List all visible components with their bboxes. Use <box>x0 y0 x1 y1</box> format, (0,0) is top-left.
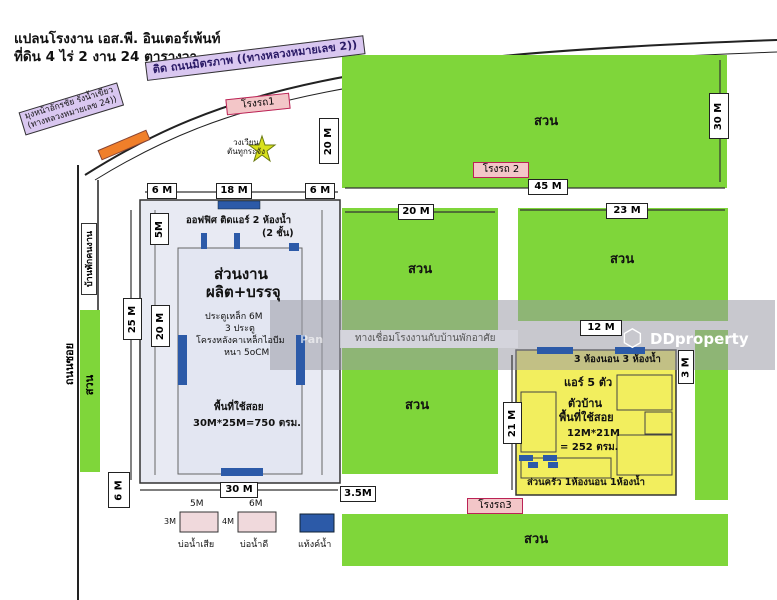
door-house-3 <box>528 462 538 468</box>
garden-label-top: สวน <box>534 114 559 129</box>
door-house-top-2 <box>615 347 645 354</box>
factory-title-2: ผลิต+บรรจุ <box>206 283 281 301</box>
dim-30m-bottom: 30 M <box>220 482 258 498</box>
door-house-4 <box>548 462 558 468</box>
dim-3-5m: 3.5M <box>340 486 376 502</box>
connector-band <box>340 330 518 348</box>
door-house-top-1 <box>537 347 573 354</box>
door-house-2 <box>543 455 557 461</box>
guard-line-2: ตันทูกระจัง <box>227 147 265 157</box>
side-road-label: ถนนซอย <box>63 342 76 386</box>
house-rooms-label: 3 ห้องนอน 3 ห้องน้ำ <box>574 354 661 365</box>
garden-left-strip <box>80 310 100 472</box>
dim-6m-b: 6 M <box>305 183 335 199</box>
waste-pond-label: บ่อน้ำเสีย <box>178 540 215 550</box>
house-room-3 <box>644 411 673 435</box>
dim-20m-top: 20 M <box>319 118 339 164</box>
waste-pond-shape <box>179 511 219 533</box>
house-block <box>515 349 677 496</box>
dim-23m: 23 M <box>606 203 648 219</box>
garden-label-left-strip: สวน <box>83 374 96 396</box>
house-area-1: 12M*21M <box>567 428 620 439</box>
dim-3m-right: 3 M <box>678 350 694 384</box>
garden-label-mid-right: สวน <box>610 252 635 267</box>
worker-house-label: บ้านพักคนงาน <box>81 223 97 295</box>
door-bottom <box>221 468 263 476</box>
factory-area-2: 30M*25M=750 ตรม. <box>193 418 301 429</box>
dim-30m-right: 30 M <box>709 93 729 139</box>
guard-post-label: วงเวียน ตันทูกระจัง <box>227 138 265 156</box>
garden-label-bottom: สวน <box>524 532 549 547</box>
good-pond-shape <box>237 511 277 533</box>
factory-area-1: พื้นที่ใช้สอย <box>214 402 264 413</box>
garden-label-low-left: สวน <box>405 398 430 413</box>
office-label: ออฟฟิศ ติดแอร์ 2 ห้องน้ำ <box>186 215 292 226</box>
dim-4m-pond: 4M <box>222 517 234 526</box>
plan-title-line-1: แปลนโรงงาน เอส.พี. อินเตอร์เพ้นท์ <box>14 31 221 47</box>
factory-detail-4: หนา 5oCM <box>224 348 270 358</box>
dim-5m-pond: 5M <box>190 499 204 509</box>
star-icon <box>247 134 277 163</box>
dim-3m-pond: 3M <box>164 517 176 526</box>
door-top <box>217 200 261 210</box>
watermark-faint: Pan <box>300 333 324 346</box>
door-left <box>178 335 187 385</box>
garden-label-mid-left: สวน <box>408 262 433 277</box>
house-area-2: = 252 ตรม. <box>560 442 619 453</box>
garden-bottom <box>342 514 728 566</box>
connector-label: ทางเชื่อมโรงงานกับบ้านพักอาศัย <box>355 333 496 344</box>
garden-top-right <box>342 55 727 188</box>
house-title-2: พื้นที่ใช้สอย <box>559 411 614 424</box>
dim-5m: 5M <box>150 213 169 245</box>
dim-6m-bottom: 6 M <box>108 472 130 508</box>
house-room-2 <box>616 374 673 411</box>
dim-20m-mid: 20 M <box>398 204 434 220</box>
house-room-4 <box>616 434 673 476</box>
house-room-5 <box>520 457 612 479</box>
dim-12m: 12 M <box>580 320 622 336</box>
watermark-brand: DDproperty <box>650 330 749 348</box>
garage-3-label: โรงรถ3 <box>467 498 523 514</box>
factory-detail-3: โครงหลังคาเหล็กไอบีม <box>196 336 285 346</box>
dim-45m: 45 M <box>528 179 568 195</box>
door-house-1 <box>519 455 533 461</box>
good-pond-label: บ่อน้ำดี <box>240 540 269 550</box>
orange-road-marker <box>97 129 151 161</box>
house-ac-label: แอร์ 5 ตัว <box>564 376 613 389</box>
guard-line-1: วงเวียน <box>233 138 259 147</box>
door-office-1 <box>201 233 207 249</box>
dim-20m-left: 20 M <box>151 305 170 347</box>
water-tank-label: แท้งค์น้ำ <box>298 540 332 550</box>
door-office-2 <box>234 233 240 249</box>
dim-6m-a: 6 M <box>147 183 177 199</box>
dim-25m: 25 M <box>123 298 142 340</box>
garage-2-label: โรงรถ 2 <box>473 162 529 178</box>
house-kitchen-label: ส่วนครัว 1ห้องนอน 1ห้องน้ำ <box>527 477 645 488</box>
dim-18m: 18 M <box>216 183 252 199</box>
watermark-logo-icon: ⬡ <box>622 324 643 352</box>
factory-detail-1: ประตูเหล็ก 6M <box>205 312 263 322</box>
dim-21m: 21 M <box>503 402 522 444</box>
water-tank-shape <box>299 513 335 533</box>
door-right <box>296 335 305 385</box>
office-floors-label: (2 ชั้น) <box>262 228 294 239</box>
factory-detail-2: 3 ประตู <box>225 324 255 334</box>
dim-6m-pond: 6M <box>249 499 263 509</box>
factory-title-1: ส่วนงาน <box>214 265 268 283</box>
house-title-1: ตัวบ้าน <box>568 397 602 410</box>
door-office-3 <box>289 243 299 251</box>
